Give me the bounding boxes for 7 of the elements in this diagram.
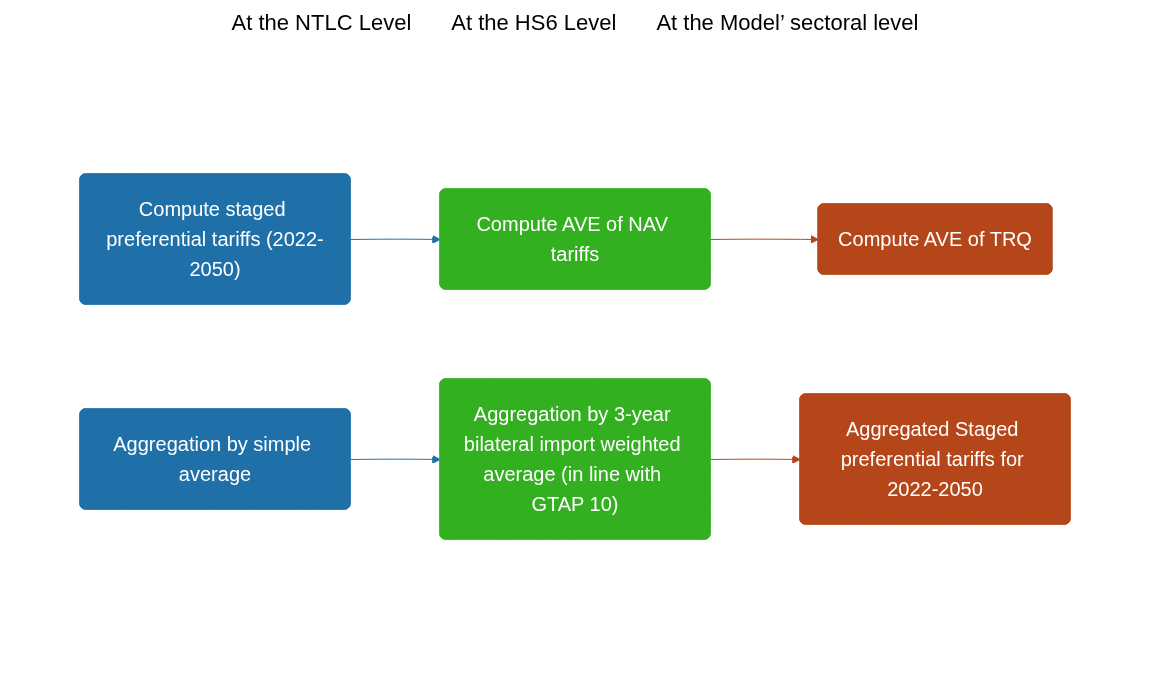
arrow [710, 234, 819, 244]
level-heading: At the Model’ sectoral level [656, 10, 919, 36]
arrow [710, 454, 801, 464]
arrow [350, 234, 441, 244]
level-heading: At the NTLC Level [231, 10, 412, 36]
arrow [350, 454, 441, 464]
level-heading: At the HS6 Level [451, 10, 617, 36]
